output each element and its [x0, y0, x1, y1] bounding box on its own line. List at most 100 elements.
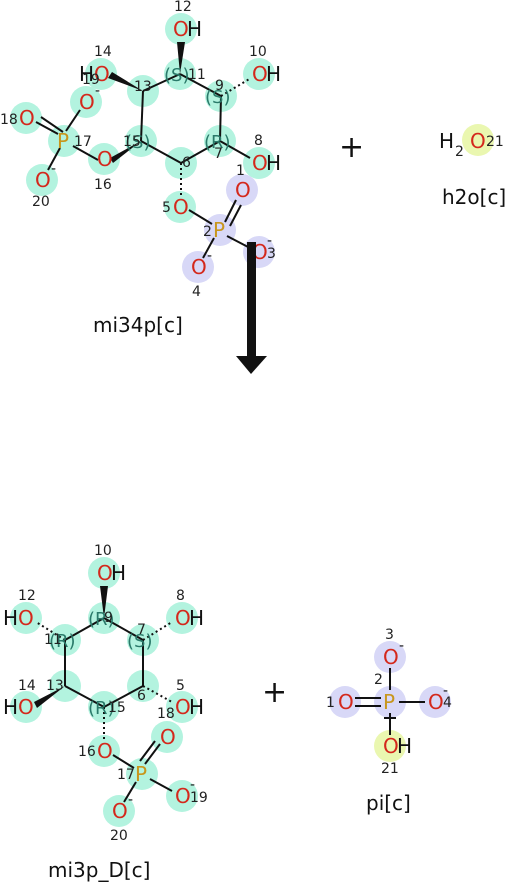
svg-text:20: 20 [110, 828, 128, 844]
svg-text:O: O [175, 606, 191, 630]
svg-text:4: 4 [443, 695, 452, 711]
svg-text:O: O [470, 129, 486, 153]
svg-text:5: 5 [176, 678, 185, 694]
svg-text:14: 14 [94, 44, 112, 60]
svg-text:O: O [97, 739, 113, 763]
svg-text:H: H [266, 62, 281, 86]
svg-text:-: - [207, 248, 212, 264]
svg-text:O: O [97, 147, 113, 171]
svg-text:O: O [252, 62, 268, 86]
h2o-molecule: H 2 O 21 h2o[c] [439, 124, 506, 209]
svg-text:15: 15 [108, 700, 126, 716]
svg-text:20: 20 [32, 194, 50, 210]
svg-text:14: 14 [18, 678, 36, 694]
svg-text:10: 10 [94, 543, 112, 559]
svg-text:P: P [57, 129, 69, 153]
svg-text:16: 16 [94, 177, 112, 193]
svg-text:H: H [189, 695, 204, 719]
svg-text:H: H [187, 17, 202, 41]
svg-text:3: 3 [385, 627, 394, 643]
svg-text:19: 19 [190, 790, 208, 806]
svg-text:O: O [175, 784, 191, 808]
svg-text:O: O [79, 90, 95, 114]
svg-text:P: P [213, 218, 225, 242]
svg-text:11: 11 [44, 632, 62, 648]
svg-text:2: 2 [374, 672, 383, 688]
svg-text:O: O [173, 17, 189, 41]
svg-text:8: 8 [254, 133, 263, 149]
mi34p-indices: 12 14 19 13 11 10 9 18 17 15 16 8 20 5 7… [0, 0, 276, 300]
svg-text:1: 1 [236, 163, 245, 179]
svg-text:O: O [112, 799, 128, 823]
svg-text:2: 2 [203, 224, 212, 240]
svg-text:7: 7 [214, 146, 223, 162]
svg-text:-: - [443, 683, 448, 699]
svg-text:17: 17 [74, 134, 92, 150]
svg-text:19: 19 [82, 72, 100, 88]
svg-text:O: O [173, 195, 189, 219]
svg-text:12: 12 [18, 588, 36, 604]
svg-text:4: 4 [192, 284, 201, 300]
svg-text:H: H [397, 734, 412, 758]
svg-text:O: O [252, 151, 268, 175]
mi34p-bonds [35, 42, 252, 259]
svg-text:O: O [35, 168, 51, 192]
svg-text:-: - [190, 777, 195, 793]
svg-text:O: O [160, 725, 176, 749]
svg-text:6: 6 [182, 155, 191, 171]
svg-text:(R): (R) [49, 631, 76, 652]
svg-text:9: 9 [215, 78, 224, 94]
svg-text:10: 10 [249, 44, 267, 60]
svg-text:12: 12 [174, 0, 192, 15]
h2o-label: h2o[c] [442, 185, 506, 209]
mi3p-stereo: (R) (S) (R) (R) [49, 609, 152, 719]
svg-text:O: O [338, 690, 354, 714]
svg-text:-: - [399, 638, 404, 654]
svg-text:(R): (R) [88, 698, 115, 719]
svg-text:P: P [135, 762, 147, 786]
svg-text:(R): (R) [204, 132, 231, 153]
svg-text:17: 17 [117, 767, 135, 783]
svg-text:O: O [383, 645, 399, 669]
svg-text:O: O [97, 561, 113, 585]
svg-text:H: H [3, 606, 18, 630]
svg-text:16: 16 [78, 744, 96, 760]
svg-text:21: 21 [381, 761, 399, 777]
svg-text:13: 13 [134, 79, 152, 95]
svg-text:21: 21 [486, 134, 504, 150]
svg-text:O: O [175, 695, 191, 719]
svg-text:15: 15 [123, 134, 141, 150]
mi3p-bonds [34, 586, 173, 803]
svg-text:(S): (S) [164, 65, 189, 86]
mi34p-label: mi34p[c] [93, 313, 183, 337]
pi-molecule: O- O P O- OH 3 2 1 4 21 pi[c] [326, 627, 452, 815]
svg-text:18: 18 [157, 706, 175, 722]
svg-text:(R): (R) [88, 609, 115, 630]
svg-text:O: O [428, 690, 444, 714]
svg-text:O: O [19, 106, 35, 130]
svg-text:11: 11 [188, 67, 206, 83]
svg-text:H: H [79, 62, 94, 86]
svg-text:(S): (S) [205, 87, 230, 108]
svg-text:H: H [266, 151, 281, 175]
svg-text:2: 2 [455, 144, 464, 160]
svg-text:7: 7 [137, 622, 146, 638]
svg-text:-: - [95, 83, 100, 99]
svg-text:3: 3 [267, 246, 276, 262]
svg-text:O: O [18, 606, 34, 630]
mi34p-stereo: (S) (S) (S) (R) [125, 65, 231, 153]
svg-text:O: O [383, 734, 399, 758]
reaction-arrow [236, 242, 267, 374]
svg-text:(S): (S) [125, 132, 150, 153]
svg-text:O: O [191, 255, 207, 279]
svg-text:O: O [94, 62, 110, 86]
svg-text:18: 18 [0, 112, 18, 128]
svg-text:5: 5 [162, 200, 171, 216]
mi3p-label: mi3p_D[c] [48, 858, 150, 882]
svg-text:-: - [51, 161, 56, 177]
svg-text:-: - [128, 792, 133, 808]
